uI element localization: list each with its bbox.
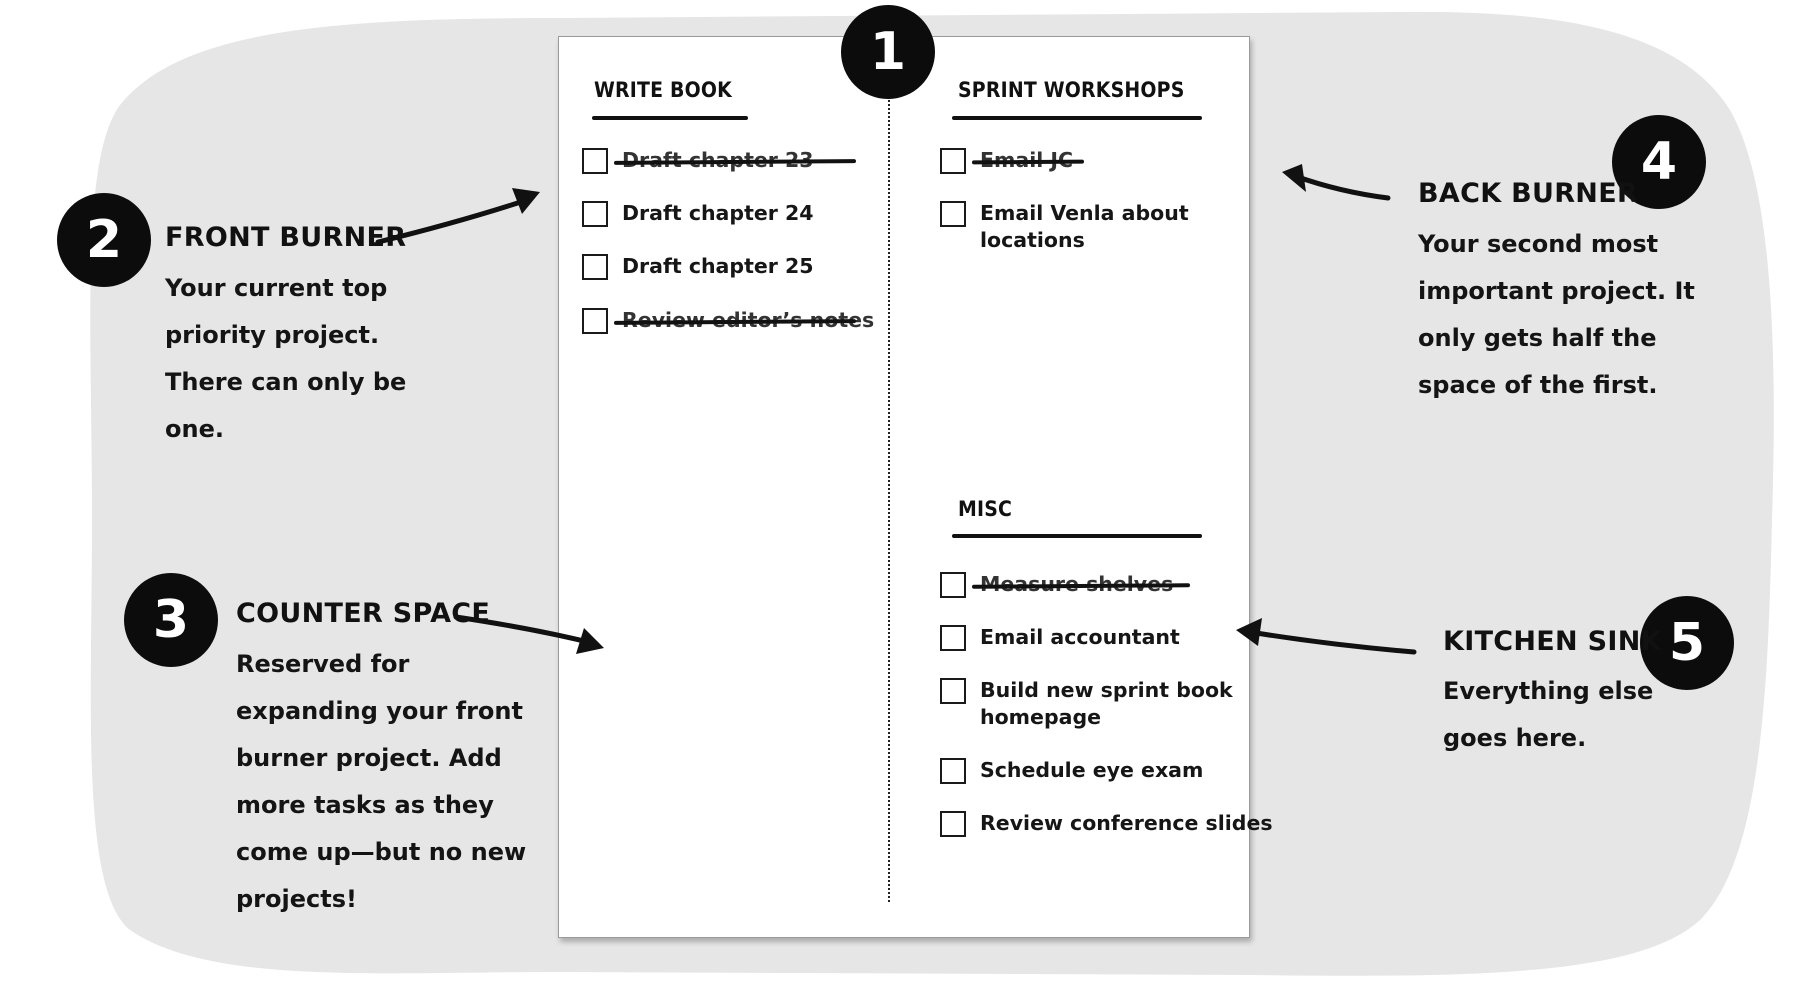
badge-2: 2 — [57, 193, 151, 287]
kitchen-sink-description: Everything else goes here. — [1443, 668, 1653, 762]
task-label-line: Build new sprint book — [980, 678, 1233, 702]
description-line: Your current top — [165, 274, 388, 302]
description-line: burner project. Add — [236, 744, 502, 772]
back-burner-heading-underline — [952, 116, 1202, 120]
task-checkbox[interactable] — [940, 678, 966, 704]
column-divider — [888, 100, 890, 902]
description-line: Reserved for — [236, 650, 410, 678]
task-label-line: Email Venla about — [980, 201, 1189, 225]
description-line: space of the first. — [1418, 371, 1658, 399]
description-line: important project. It — [1418, 277, 1695, 305]
description-line: come up—but no new — [236, 838, 527, 866]
misc-heading: MISC — [958, 497, 1013, 521]
task-checkbox[interactable] — [582, 148, 608, 174]
task-item[interactable]: Email JC — [940, 147, 1085, 174]
task-label: Schedule eye exam — [980, 758, 1204, 782]
counter-space-description: Reserved for expanding your front burner… — [236, 641, 526, 923]
description-line: Everything else — [1443, 677, 1654, 705]
task-item[interactable]: Email Venla about locations — [940, 200, 1189, 254]
description-line: more tasks as they — [236, 791, 494, 819]
task-item[interactable]: Email accountant — [940, 624, 1180, 651]
front-burner-heading-underline — [592, 116, 748, 120]
task-item[interactable]: Build new sprint book homepage — [940, 677, 1233, 731]
task-label: Email accountant — [980, 625, 1180, 649]
back-burner-description: Your second most important project. It o… — [1418, 221, 1695, 409]
badge-4: 4 — [1612, 115, 1706, 209]
task-item[interactable]: Measure shelves — [940, 571, 1191, 598]
task-checkbox[interactable] — [940, 572, 966, 598]
task-checkbox[interactable] — [582, 254, 608, 280]
front-burner-description: Your current top priority project. There… — [165, 265, 406, 453]
description-line: expanding your front — [236, 697, 523, 725]
task-label: Draft chapter 24 — [622, 201, 814, 225]
description-line: There can only be — [165, 368, 407, 396]
task-item[interactable]: Draft chapter 24 — [582, 200, 814, 227]
task-checkbox[interactable] — [940, 811, 966, 837]
task-label: Draft chapter 25 — [622, 254, 814, 278]
task-paper — [558, 36, 1250, 938]
task-label: Review conference slides — [980, 811, 1273, 835]
task-item[interactable]: Review conference slides — [940, 810, 1273, 837]
description-line: one. — [165, 415, 224, 443]
task-checkbox[interactable] — [940, 625, 966, 651]
badge-5: 5 — [1640, 596, 1734, 690]
task-item[interactable]: Draft chapter 23 — [582, 147, 857, 174]
task-checkbox[interactable] — [940, 201, 966, 227]
description-line: only gets half the — [1418, 324, 1657, 352]
task-checkbox[interactable] — [940, 758, 966, 784]
front-burner-heading: WRITE BOOK — [594, 78, 732, 102]
kitchen-sink-title: KITCHEN SINK — [1443, 626, 1662, 657]
description-line: projects! — [236, 885, 357, 913]
badge-1: 1 — [841, 5, 935, 99]
task-item[interactable]: Schedule eye exam — [940, 757, 1203, 784]
task-label-line: homepage — [980, 705, 1102, 729]
description-line: Your second most — [1418, 230, 1659, 258]
misc-heading-underline — [952, 534, 1202, 538]
back-burner-heading: SPRINT WORKSHOPS — [958, 78, 1185, 102]
task-item[interactable]: Review editor’s notes — [582, 307, 874, 334]
front-burner-title: FRONT BURNER — [165, 222, 407, 253]
task-checkbox[interactable] — [940, 148, 966, 174]
task-label-line: locations — [980, 228, 1085, 252]
task-checkbox[interactable] — [582, 201, 608, 227]
description-line: priority project. — [165, 321, 380, 349]
task-item[interactable]: Draft chapter 25 — [582, 253, 814, 280]
back-burner-title: BACK BURNER — [1418, 178, 1639, 209]
task-checkbox[interactable] — [582, 308, 608, 334]
description-line: goes here. — [1443, 724, 1587, 752]
strikethrough-mark — [971, 159, 1085, 165]
counter-space-title: COUNTER SPACE — [236, 598, 491, 629]
badge-3: 3 — [124, 573, 218, 667]
